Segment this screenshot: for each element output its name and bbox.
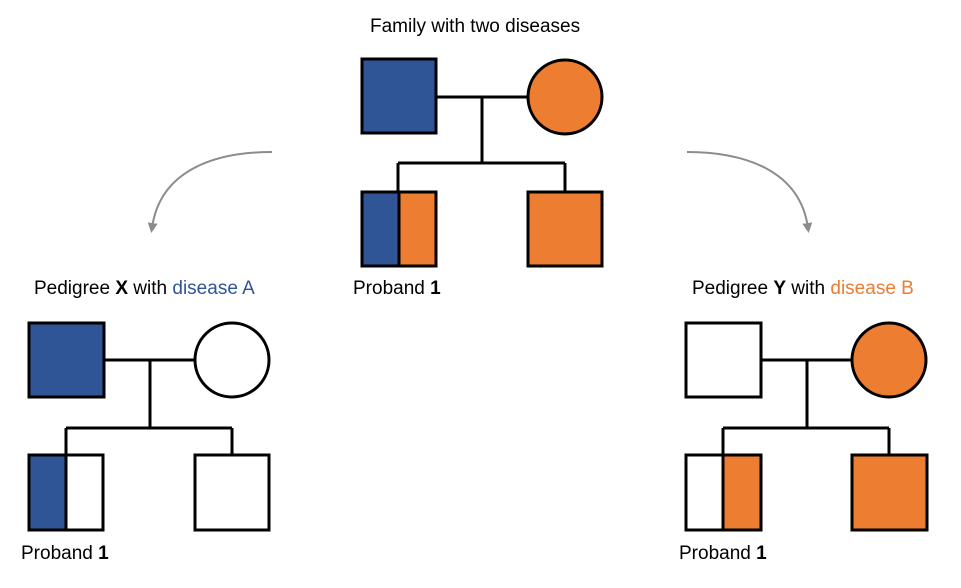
x-proband-text: Proband	[21, 543, 93, 564]
pedigree-x-title: Pedigree X with disease A	[34, 278, 255, 300]
top-proband-right-half	[399, 192, 436, 266]
x-proband-left-half	[29, 455, 66, 530]
pedigree-y-title: Pedigree Y with disease B	[692, 278, 914, 300]
top-proband-outline	[360, 190, 438, 268]
y-proband-left-half	[686, 455, 723, 530]
y-proband-outline	[684, 453, 763, 532]
pedigree-y-disease: disease B	[830, 278, 914, 299]
top-title: Family with two diseases	[370, 16, 581, 37]
pedigree-x-prefix: Pedigree	[34, 278, 116, 299]
x-proband-right-half	[66, 455, 103, 530]
x-proband-label: Proband 1	[21, 543, 109, 565]
y-proband-label: Proband 1	[679, 543, 767, 565]
pedigree-y-middle: with	[786, 278, 831, 299]
top-mother-symbol	[526, 58, 604, 136]
pedigree-y-letter: Y	[773, 278, 787, 299]
x-mother-symbol	[193, 321, 271, 399]
x-sibling-symbol	[193, 453, 271, 532]
x-proband-outline	[27, 453, 105, 532]
pedigree-x-letter: X	[115, 278, 129, 299]
x-proband-symbol	[27, 453, 105, 532]
y-mother-symbol	[850, 321, 928, 399]
top-sibling-symbol	[526, 190, 604, 268]
arrow-to-pedigree-y	[686, 151, 813, 233]
top-proband-left-half	[362, 192, 399, 266]
pedigree-x-middle: with	[128, 278, 173, 299]
top-proband-symbol	[360, 190, 438, 268]
x-proband-number: 1	[98, 543, 109, 564]
pedigree-y-prefix: Pedigree	[692, 278, 774, 299]
y-proband-number: 1	[756, 543, 767, 564]
y-father-symbol	[684, 321, 763, 399]
pedigree-x-disease: disease A	[172, 278, 255, 299]
y-sibling-symbol	[850, 453, 929, 532]
arrow-to-pedigree-x	[147, 151, 273, 233]
y-proband-right-half	[723, 455, 761, 530]
top-father-symbol	[360, 57, 438, 135]
top-proband-number: 1	[430, 278, 441, 299]
top-proband-text: Proband	[353, 278, 425, 299]
pedigree-x	[27, 321, 271, 532]
x-father-symbol	[27, 321, 106, 399]
top-proband-label: Proband 1	[353, 278, 441, 300]
pedigree-y	[684, 321, 929, 532]
top-family	[360, 57, 604, 268]
y-proband-symbol	[684, 453, 763, 532]
y-proband-text: Proband	[679, 543, 751, 564]
